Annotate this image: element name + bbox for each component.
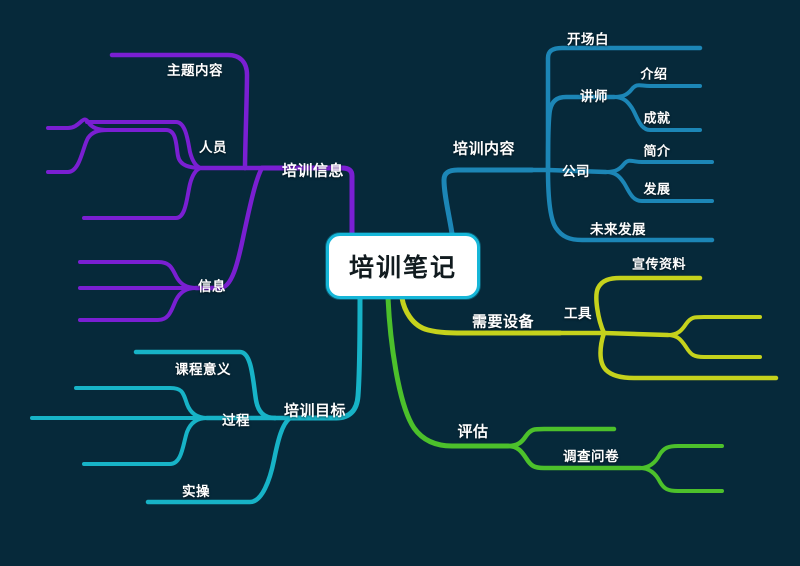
branch-evaluation[interactable] [385, 295, 724, 493]
branch-process-child-3 [82, 416, 209, 466]
branch-topic-content [109, 52, 250, 171]
node-label-training-content-child-2-sub-2[interactable]: 成就 [643, 110, 671, 126]
branch-stem-evaluation [385, 295, 511, 449]
branch-tools-child-2 [666, 333, 762, 359]
branch-company-child-development [604, 170, 714, 203]
branch-questionnaire [505, 443, 643, 471]
branch-information-child-3 [78, 286, 198, 322]
branch-questionnaire-child-1 [638, 444, 724, 470]
branch-process-child-1 [74, 386, 209, 420]
branch-equipment[interactable] [399, 275, 779, 381]
branch-promo-material [594, 275, 703, 336]
branch-personnel-child-1b [46, 128, 110, 174]
node-label-training-content-child-3[interactable]: 公司 [562, 164, 590, 179]
branch-stem-training-content [441, 167, 535, 243]
branch-personnel-child-3 [82, 166, 204, 220]
branch-opening [545, 45, 703, 173]
node-label-training-content-child-3-sub-2[interactable]: 发展 [643, 181, 671, 197]
branch-stem-training-goal [287, 295, 363, 421]
branch-tools-child-3 [598, 330, 779, 381]
node-label-training-info-child-3[interactable]: 信息 [198, 279, 226, 294]
node-label-training-content-child-4[interactable]: 未来发展 [590, 222, 646, 237]
node-label-training-content-child-1[interactable]: 开场白 [567, 32, 609, 47]
branch-company-child-profile [604, 158, 714, 174]
node-label-training-content-child-2[interactable]: 讲师 [580, 89, 608, 104]
center-node[interactable]: 培训笔记 [326, 233, 480, 299]
branch-instructor-child-achievement [612, 95, 702, 132]
branch-questionnaire-child-2 [638, 466, 724, 493]
branch-stem-equipment [399, 295, 563, 336]
branch-instructor-child-intro [612, 83, 702, 99]
center-node-label: 培训笔记 [348, 254, 457, 282]
branch-information-child-1 [78, 260, 198, 290]
branch-training-goal[interactable] [30, 295, 363, 505]
node-label-training-content-child-2-sub-1[interactable]: 介绍 [640, 66, 668, 82]
branch-practice [145, 415, 293, 505]
branch-personnel-child-1 [106, 128, 204, 170]
branch-instructor [545, 94, 617, 173]
node-label-training-info-child-1[interactable]: 主题内容 [167, 63, 223, 78]
node-label-evaluation[interactable]: 评估 [457, 423, 489, 441]
node-label-training-content-child-3-sub-1[interactable]: 简介 [643, 143, 671, 159]
branch-evaluation-child-1 [505, 426, 617, 449]
branch-information [193, 165, 265, 291]
branch-personnel-child-2 [85, 120, 204, 170]
node-label-equipment-needed[interactable]: 需要设备 [471, 313, 535, 331]
node-label-training-info[interactable]: 培训信息 [281, 162, 345, 180]
branch-training-content[interactable] [441, 45, 715, 243]
branch-future-development [545, 167, 715, 243]
node-label-training-content[interactable]: 培训内容 [452, 140, 516, 158]
node-label-training-info-child-2[interactable]: 人员 [199, 140, 227, 155]
node-label-training-goal-child-1[interactable]: 课程意义 [175, 362, 231, 377]
branch-training-info[interactable] [46, 52, 355, 322]
node-label-training-goal-child-2[interactable]: 过程 [222, 413, 250, 428]
branch-company [545, 167, 609, 175]
node-label-training-goal-child-3[interactable]: 实操 [182, 484, 210, 499]
node-label-evaluation-child-2[interactable]: 调查问卷 [563, 449, 619, 464]
node-label-training-goal[interactable]: 培训目标 [283, 402, 347, 420]
branch-stem-training-info [259, 165, 355, 243]
node-label-equipment-needed-child-1[interactable]: 工具 [564, 306, 592, 321]
node-label-equipment-needed-child-1-sub-1[interactable]: 宣传资料 [631, 256, 687, 272]
branch-tools-child-1 [666, 315, 762, 337]
branch-tools-fork-stem [601, 330, 671, 338]
